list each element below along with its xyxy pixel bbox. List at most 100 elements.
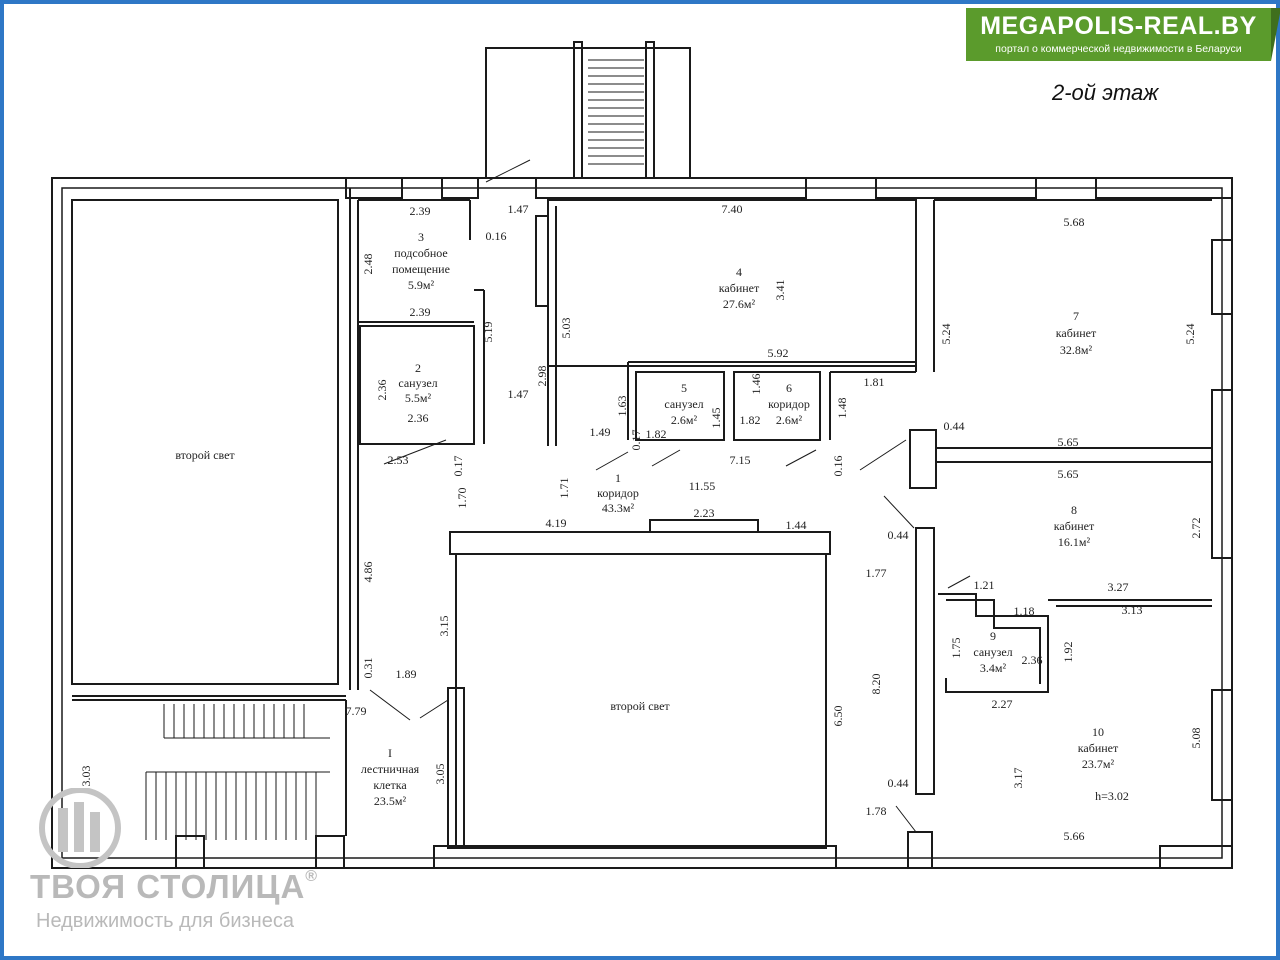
dim: 7.40: [722, 202, 743, 216]
stairwell-name2: клетка: [373, 778, 407, 792]
dim: 5.24: [939, 324, 953, 345]
dim: 1.47: [508, 387, 529, 401]
room-7: 7 кабинет 32.8м²: [1056, 309, 1097, 357]
room-4-name: кабинет: [719, 281, 760, 295]
dim: 1.49: [590, 425, 611, 439]
room-3: 3 подсобное помещение 5.9м²: [392, 230, 450, 292]
dim: 2.36: [1022, 653, 1043, 667]
room-4-id: 4: [736, 265, 742, 279]
dim: 7.15: [730, 453, 751, 467]
dim: 3.03: [79, 766, 93, 787]
dim: 5.68: [1064, 215, 1085, 229]
dim: 1.18: [1014, 604, 1035, 618]
room-3-name: подсобное: [394, 246, 448, 260]
dim: 1.82: [740, 413, 761, 427]
dim: 2.36: [408, 411, 429, 425]
brand-banner[interactable]: MEGAPOLIS-REAL.BY портал о коммерческой …: [966, 8, 1271, 61]
room-9-area: 3.4м²: [980, 661, 1007, 675]
room-6: 6 коридор 2.6м²: [768, 381, 810, 427]
room-10-height: h=3.02: [1095, 789, 1129, 803]
dim: 5.65: [1058, 467, 1079, 481]
room-2-id: 2: [415, 361, 421, 375]
room-5-id: 5: [681, 381, 687, 395]
room-10: 10 кабинет 23.7м² h=3.02: [1078, 725, 1129, 803]
dim: 0.44: [888, 528, 909, 542]
dim: 0.16: [486, 229, 507, 243]
dim: 6.50: [831, 706, 845, 727]
room-7-id: 7: [1073, 309, 1079, 323]
room-3-id: 3: [418, 230, 424, 244]
dim: 1.81: [864, 375, 885, 389]
room-10-name: кабинет: [1078, 741, 1119, 755]
room-10-area: 23.7м²: [1082, 757, 1115, 771]
dim: 2.48: [361, 254, 375, 275]
room-1: 1 коридор 43.3м²: [597, 471, 639, 515]
dim: 1.47: [508, 202, 529, 216]
dim: 1.45: [709, 408, 723, 429]
room-3-area: 5.9м²: [408, 278, 435, 292]
dim: 1.48: [835, 398, 849, 419]
stairs-top: [588, 59, 644, 165]
dim: 5.66: [1064, 829, 1085, 843]
room-9-id: 9: [990, 629, 996, 643]
room-5-name: санузел: [664, 397, 703, 411]
watermark-title: ТВОЯ СТОЛИЦА®: [30, 868, 319, 905]
dim: 0.31: [361, 658, 375, 679]
void-label-left: второй свет: [175, 448, 235, 462]
dim: 3.27: [1108, 580, 1129, 594]
dim: 2.27: [992, 697, 1013, 711]
dimension-labels: 2.39 1.47 0.16 2.48 2.39 5.19 2.36 2.36 …: [79, 202, 1203, 843]
room-8-name: кабинет: [1054, 519, 1095, 533]
room-4-area: 27.6м²: [723, 297, 756, 311]
dim: 5.03: [559, 318, 573, 339]
dim: 4.19: [546, 516, 567, 530]
dim: 2.39: [410, 305, 431, 319]
floor-label: 2-ой этаж: [1052, 80, 1159, 105]
dim: 2.72: [1189, 518, 1203, 539]
dim: 0.17: [451, 456, 465, 477]
room-3-name2: помещение: [392, 262, 450, 276]
room-10-id: 10: [1092, 725, 1104, 739]
dim: 5.24: [1183, 324, 1197, 345]
dim: 1.82: [646, 427, 667, 441]
room-2-area: 5.5м²: [405, 391, 432, 405]
dim: 1.63: [615, 396, 629, 417]
brand-fold: [1271, 8, 1280, 61]
dim: 5.08: [1189, 728, 1203, 749]
room-6-name: коридор: [768, 397, 810, 411]
dim: 3.15: [437, 616, 451, 637]
dim: 0.44: [944, 419, 965, 433]
dim: 1.77: [866, 566, 887, 580]
room-7-name: кабинет: [1056, 326, 1097, 340]
dim: 1.89: [396, 667, 417, 681]
dim: 8.20: [869, 674, 883, 695]
dim: 1.92: [1061, 642, 1075, 663]
dim: 3.41: [773, 280, 787, 301]
dim: 2.36: [375, 380, 389, 401]
watermark-subtitle: Недвижимость для бизнеса: [36, 910, 294, 932]
dim: 3.13: [1122, 603, 1143, 617]
room-2-name: санузел: [398, 376, 437, 390]
dim: 1.44: [786, 518, 807, 532]
room-1-name: коридор: [597, 486, 639, 500]
dim: 0.16: [831, 456, 845, 477]
room-9-name: санузел: [973, 645, 1012, 659]
dim: 2.39: [410, 204, 431, 218]
dim: 1.21: [974, 578, 995, 592]
dim: 2.23: [694, 506, 715, 520]
dim: 0.17: [629, 430, 643, 451]
dim: 7.79: [346, 704, 367, 718]
room-1-id: 1: [615, 471, 621, 485]
room-5: 5 санузел 2.6м²: [664, 381, 703, 427]
dim: 1.75: [949, 638, 963, 659]
dim: 4.86: [361, 562, 375, 583]
dim: 5.19: [481, 322, 495, 343]
dim: 1.46: [749, 374, 763, 395]
brand-subtitle: портал о коммерческой недвижимости в Бел…: [995, 43, 1242, 55]
dim: 5.92: [768, 346, 789, 360]
dim: 5.65: [1058, 435, 1079, 449]
dim: 1.71: [557, 478, 571, 499]
room-5-area: 2.6м²: [671, 413, 698, 427]
